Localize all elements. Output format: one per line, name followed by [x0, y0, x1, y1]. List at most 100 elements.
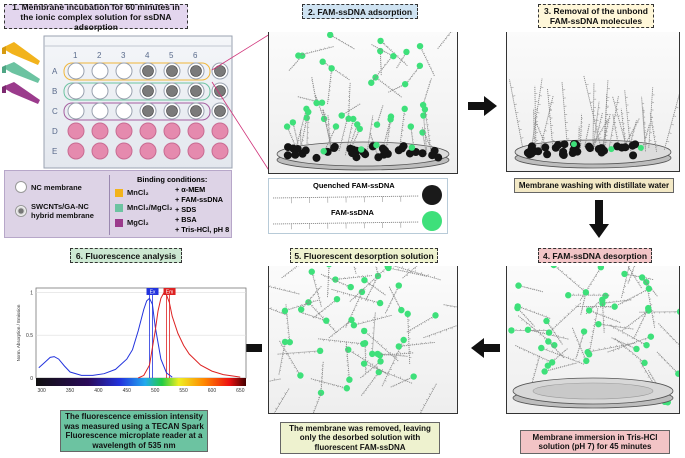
- fam-dot: [524, 326, 532, 333]
- fam-dot: [580, 328, 588, 335]
- marker-label: Ex: [150, 290, 156, 296]
- dna-strand: [612, 242, 642, 289]
- marker-badge: [163, 288, 176, 295]
- plate-well: [67, 62, 85, 80]
- dna-strand: [396, 48, 410, 69]
- dna-strand: [544, 348, 568, 369]
- dna-strand: [320, 273, 354, 291]
- dna-strand: [331, 288, 384, 307]
- x-tick-label: 600: [208, 388, 217, 394]
- plate-well: [115, 102, 133, 120]
- quenched-dot: [361, 150, 370, 159]
- dna-strand: [515, 345, 556, 366]
- fam-dot: [621, 270, 628, 278]
- plate-well-membrane: [190, 65, 202, 77]
- dna-strand: [272, 221, 420, 230]
- nc-membrane-label: NC membrane: [31, 182, 82, 192]
- step-6-title: 6. Fluorescence analysis: [70, 248, 182, 263]
- plate-well: [67, 82, 85, 100]
- beaker-adsorption: [268, 17, 463, 174]
- dna-strand: [338, 119, 348, 152]
- step-3-title: 3. Removal of the unbond FAM-ssDNA molec…: [538, 4, 654, 28]
- dna-strand: [256, 281, 300, 295]
- fam-dot: [398, 306, 405, 314]
- fam-dot: [421, 106, 429, 113]
- plate-well: [211, 142, 229, 160]
- fam-dot: [295, 52, 302, 59]
- fam-dot: [420, 112, 427, 119]
- plate-column-label: 1: [73, 51, 78, 60]
- legend-hybrid-membrane: SWCNTs/GA-NC hybrid membrane: [15, 202, 94, 220]
- fam-dot: [303, 114, 310, 122]
- dna-strand: [332, 274, 373, 283]
- dna-strand: [585, 308, 599, 358]
- fam-dot: [377, 358, 384, 365]
- fam-dot: [305, 108, 312, 116]
- y-axis-label: Norm. Absorption / Emission: [16, 304, 21, 361]
- fam-dot: [356, 125, 363, 133]
- dna-strand: [571, 327, 590, 365]
- dna-strand: [388, 80, 409, 93]
- dna-strand: [395, 341, 435, 350]
- dna-strand: [328, 316, 355, 339]
- dna-strand: [297, 96, 326, 106]
- fam-dot: [297, 306, 305, 313]
- dna-strand: [633, 304, 652, 339]
- fam-dot: [643, 341, 650, 349]
- y-tick-label: 0.5: [26, 333, 33, 339]
- dna-strand: [658, 323, 685, 352]
- fam-dot: [318, 99, 326, 106]
- dna-strand: [388, 286, 405, 314]
- dna-strand: [509, 79, 524, 147]
- plate-well: [91, 62, 109, 80]
- dna-strand: [614, 338, 648, 367]
- plate-row-label: B: [52, 87, 57, 96]
- plate-column-label: 2: [97, 51, 102, 60]
- fam-dot: [545, 329, 553, 336]
- fam-dot: [583, 357, 590, 365]
- fam-dot: [645, 304, 652, 312]
- plate-well: [163, 142, 181, 160]
- step-1-title: 1. Membrane incubation for 60 minutes in…: [4, 2, 188, 32]
- dna-strand: [534, 85, 539, 149]
- dna-inset: Quenched FAM-ssDNA FAM-ssDNA: [268, 178, 448, 234]
- components-list: + α-MEM + FAM-ssDNA + SDS + BSA + Tris-H…: [175, 185, 229, 235]
- cond-mncl2-mgcl2: MnCl₂/MgCl₂: [115, 203, 172, 212]
- fam-dot: [348, 316, 355, 324]
- dna-strand: [385, 116, 394, 153]
- dna-strand: [374, 350, 408, 358]
- dna-strand: [545, 338, 565, 359]
- plate-well-membrane: [142, 105, 154, 117]
- dna-strand: [312, 295, 341, 319]
- dna-strand: [398, 105, 408, 152]
- plate-well-membrane: [142, 85, 154, 97]
- cond-mnmg-label: MnCl₂/MgCl₂: [127, 203, 173, 212]
- fam-dot: [401, 80, 409, 88]
- hybrid-label-2: hybrid membrane: [31, 211, 94, 220]
- dna-strand: [663, 81, 684, 150]
- quenched-dot: [597, 148, 606, 157]
- dna-strand: [419, 78, 432, 109]
- plot-area: [35, 287, 247, 379]
- dna-strand: [308, 268, 322, 307]
- plate-well: [187, 122, 205, 140]
- quenched-dot: [541, 143, 550, 152]
- dna-strand: [368, 54, 395, 86]
- dna-strand: [281, 299, 319, 315]
- x-tick-label: 650: [236, 388, 245, 394]
- plate-row-label: A: [52, 67, 58, 76]
- component-3: + SDS: [175, 205, 197, 214]
- fam-dot: [328, 65, 335, 72]
- fam-dot: [317, 389, 325, 396]
- dna-strand: [381, 336, 407, 387]
- plate-well: [115, 142, 133, 160]
- immersion-caption: Membrane immersion in Tris-HCl solution …: [520, 430, 670, 454]
- binding-title: Binding conditions:: [137, 175, 208, 184]
- fam-dot: [283, 123, 291, 130]
- dna-strand: [601, 113, 611, 149]
- plate-well-membrane: [142, 65, 154, 77]
- dna-strand: [373, 105, 384, 128]
- quenched-dot: [399, 142, 408, 151]
- wavelength-colorbar: [36, 378, 246, 386]
- fam-dot: [543, 317, 550, 325]
